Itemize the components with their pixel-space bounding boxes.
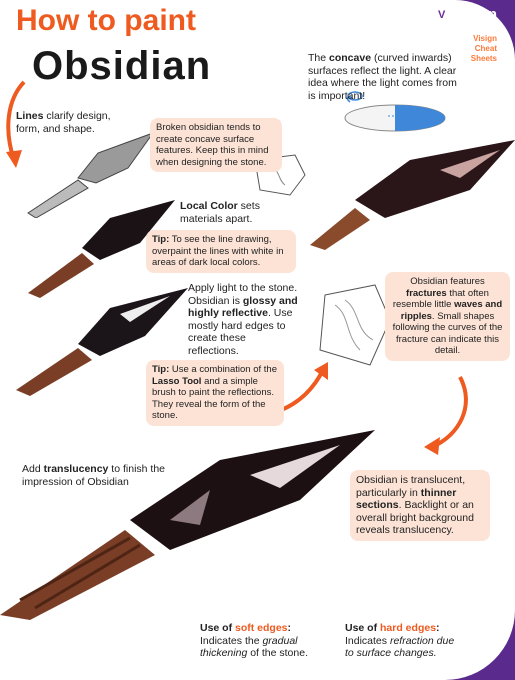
concave-note: The concave (curved inwards) surfaces re… bbox=[308, 52, 457, 102]
soft-edges-note: Use of soft edges: Indicates the gradual… bbox=[200, 622, 308, 659]
visign-logo[interactable]: V visign bbox=[433, 6, 497, 23]
title-line-1: How to paint bbox=[16, 4, 196, 37]
sheet-label-1: Visign bbox=[473, 34, 497, 43]
spear-glossy-illustration bbox=[16, 288, 188, 396]
sheet-label-2: Cheat bbox=[474, 44, 497, 53]
fracture-diagram bbox=[319, 284, 391, 366]
tip-line-drawing-box: Tip: To see the line drawing, overpaint … bbox=[146, 230, 296, 273]
title-line-2: Obsidian bbox=[32, 44, 212, 88]
sheet-label-3: Sheets bbox=[470, 54, 497, 63]
translucency-note: Add translucency to finish the impressio… bbox=[22, 463, 166, 488]
hard-edges-note: Use of hard edges: Indicates refraction … bbox=[345, 622, 455, 659]
spear-sketch-illustration bbox=[27, 131, 155, 218]
light-direction-icon bbox=[347, 91, 363, 101]
broken-obsidian-box: Broken obsidian tends to create concave … bbox=[150, 118, 282, 172]
spear-large-bottom-illustration bbox=[0, 430, 375, 620]
local-color-note: Local Color sets materials apart. bbox=[180, 200, 260, 225]
cheat-sheets-label: Visign Cheat Sheets bbox=[434, 34, 497, 64]
spear-local-color-illustration bbox=[28, 200, 175, 298]
lines-note: Lines clarify design, form, and shape. bbox=[16, 110, 111, 135]
visign-logo-icon: V bbox=[433, 6, 450, 23]
arrow-down-left bbox=[6, 80, 26, 168]
website-url[interactable]: www.visign.com bbox=[440, 23, 497, 32]
apply-light-note: Apply light to the stone. Obsidian is gl… bbox=[188, 282, 298, 357]
tip-lasso-box: Tip: Use a combination of the Lasso Tool… bbox=[146, 360, 284, 426]
spear-large-top-illustration bbox=[310, 140, 515, 250]
translucent-box: Obsidian is translucent, particularly in… bbox=[350, 470, 490, 541]
brand-logo-block[interactable]: V visign www.visign.com Visign Cheat She… bbox=[433, 6, 497, 64]
fractures-box: Obsidian features fractures that often r… bbox=[385, 272, 510, 361]
logo-text: visign bbox=[453, 6, 497, 23]
arrow-curve-down bbox=[424, 376, 468, 455]
